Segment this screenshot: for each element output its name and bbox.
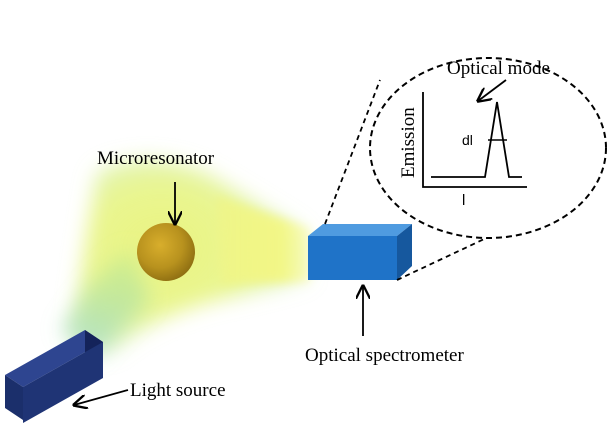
zoom-lines — [324, 79, 513, 281]
plot-axes — [422, 92, 527, 188]
emission-axis-label: Emission — [398, 107, 419, 178]
lambda-axis-label: l — [462, 192, 465, 209]
optical-mode-label: Optical mode — [447, 58, 550, 79]
optical-spectrometer-label: Optical spectrometer — [305, 345, 464, 366]
inset-plot: Emission l dl — [398, 92, 527, 209]
spectrometer-box — [308, 224, 412, 280]
delta-lambda-label: dl — [462, 132, 473, 148]
microresonator-label: Microresonator — [97, 148, 215, 169]
light-source-label: Light source — [130, 380, 226, 401]
optical-mode-arrow — [478, 79, 507, 101]
light-source-arrow — [74, 389, 129, 405]
inset-ellipse — [369, 57, 607, 239]
microresonator-sphere — [137, 223, 195, 281]
light-source-box — [5, 330, 103, 423]
emission-peak — [431, 101, 522, 178]
